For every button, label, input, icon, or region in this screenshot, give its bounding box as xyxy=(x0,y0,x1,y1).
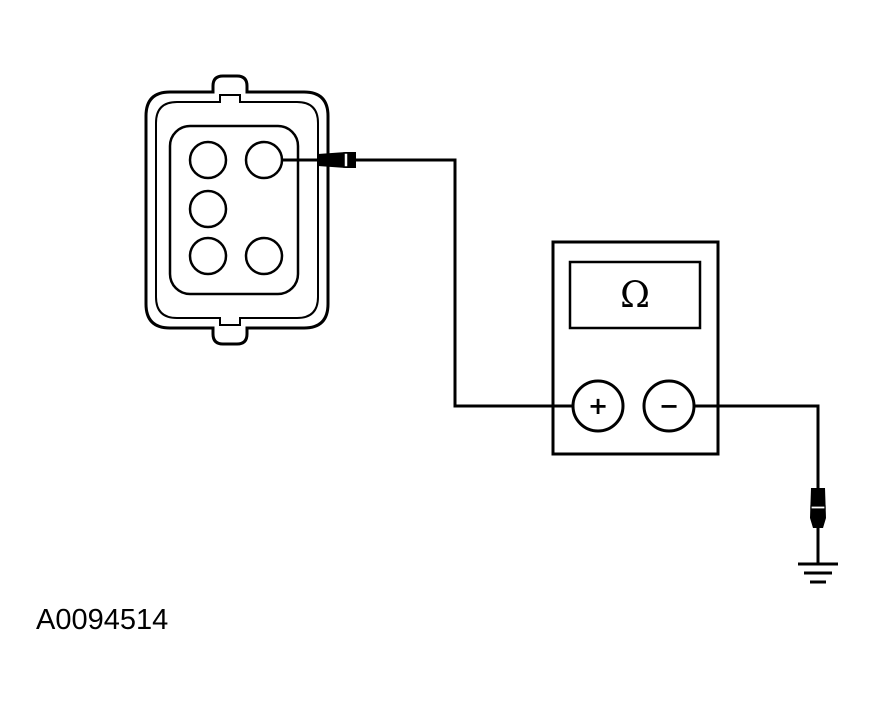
probe-body xyxy=(318,152,356,168)
probe-collar xyxy=(343,152,349,168)
negative-terminal-label: − xyxy=(659,392,679,420)
positive-terminal xyxy=(571,379,625,433)
connector xyxy=(144,74,330,346)
figure-reference-code: A0094514 xyxy=(36,604,169,636)
connector-pin-2 xyxy=(244,140,284,180)
connector-inner-shell xyxy=(155,94,319,326)
meter-display xyxy=(568,260,702,330)
connector-outer-shell xyxy=(144,74,330,346)
ground-symbol-icon xyxy=(798,562,838,584)
ohmmeter: Ω + − xyxy=(551,240,720,456)
connector-pin-1 xyxy=(188,140,228,180)
positive-terminal-label: + xyxy=(588,392,608,420)
connector-pin-face xyxy=(168,124,300,296)
ground-clip-collar xyxy=(810,505,826,510)
connector-pin-3 xyxy=(188,189,228,229)
probe-tip xyxy=(283,152,356,168)
negative-lead-wire xyxy=(694,404,820,488)
ground-clip xyxy=(810,488,826,563)
positive-lead-wire xyxy=(356,158,573,408)
ohm-symbol: Ω xyxy=(620,275,650,316)
meter-body xyxy=(551,240,720,456)
connector-pin-4 xyxy=(188,236,228,276)
connector-pin-5 xyxy=(244,236,284,276)
